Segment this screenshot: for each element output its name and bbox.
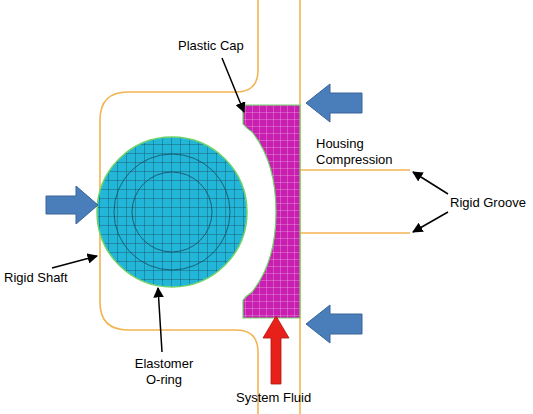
elastomer-oring — [97, 137, 247, 287]
part-label: Housing Compression — [316, 136, 408, 168]
part-label: System Fluid — [236, 390, 336, 406]
part-label: Rigid Shaft — [4, 270, 84, 286]
load-arrow — [46, 186, 98, 224]
rigid-groove — [300, 170, 410, 233]
part-label: Plastic Cap — [178, 38, 288, 54]
leader-line — [222, 58, 244, 112]
leader-line — [52, 256, 97, 268]
part-label: Elastomer O-ring — [126, 356, 202, 388]
leader-line — [158, 288, 162, 352]
part-label: Rigid Groove — [450, 195, 530, 211]
plastic-cap — [243, 105, 300, 318]
oring-mesh — [90, 130, 260, 300]
leader-line — [413, 212, 448, 232]
fluid-arrow — [263, 316, 289, 384]
load-arrow — [306, 84, 362, 122]
leader-line — [413, 172, 448, 194]
load-arrow — [306, 305, 362, 343]
